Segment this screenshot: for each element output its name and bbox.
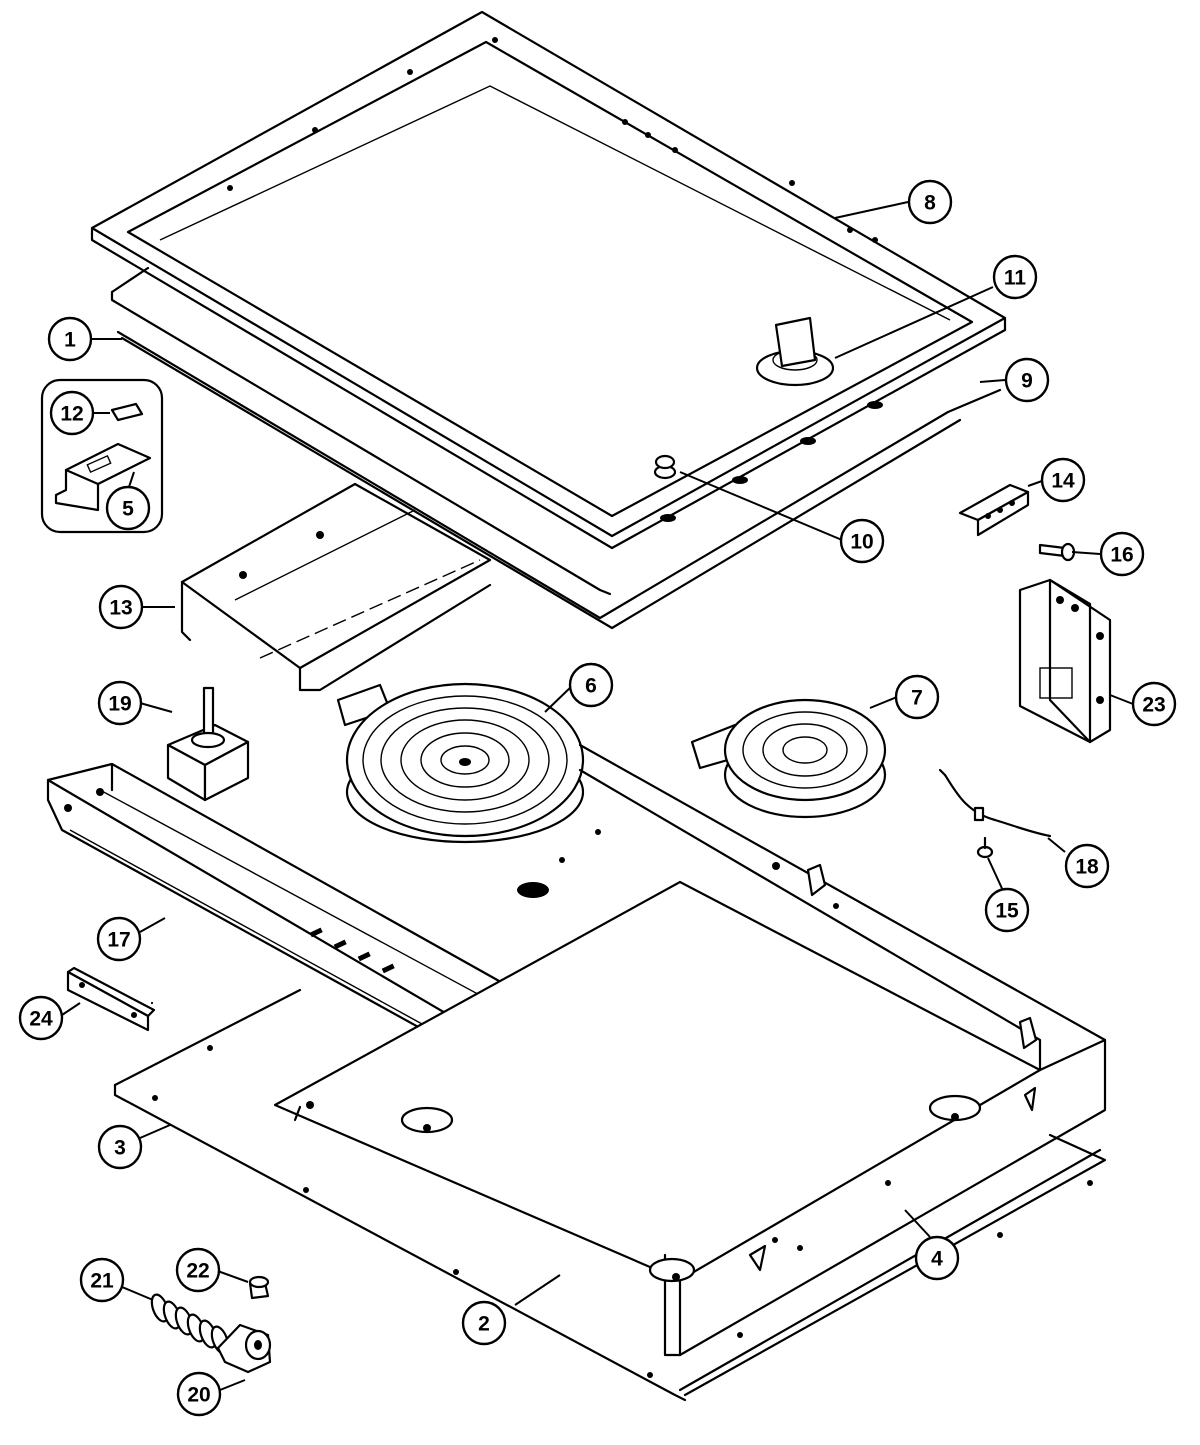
- callout-5: 5: [105, 485, 151, 531]
- callout-19-label: 19: [108, 693, 131, 716]
- callout-24: 24: [18, 995, 64, 1041]
- top-frame-part: [90, 10, 1007, 550]
- callout-15: 15: [984, 887, 1030, 933]
- callout-10: 10: [839, 518, 885, 564]
- under-sheet-part: [116, 330, 1002, 620]
- callout-14-label: 14: [1051, 470, 1075, 493]
- callout-9-label: 9: [1021, 370, 1033, 393]
- junction-box-part: [1018, 578, 1112, 744]
- callout-7-label: 7: [911, 687, 923, 710]
- elbow-connector-part: [216, 1323, 272, 1374]
- bracket-inset-box: [40, 378, 164, 534]
- callout-2-label: 2: [478, 1313, 490, 1336]
- callout-8: 8: [907, 179, 953, 225]
- callout-11-label: 11: [1004, 267, 1027, 290]
- callout-18-label: 18: [1075, 856, 1099, 879]
- callout-3: 3: [97, 1124, 143, 1170]
- callout-6: 6: [568, 662, 614, 708]
- callout-20-label: 20: [187, 1384, 210, 1407]
- callout-13-label: 13: [109, 597, 132, 620]
- small-screw-part: [976, 836, 994, 859]
- callout-8-label: 8: [924, 192, 936, 215]
- screw-part: [1038, 542, 1076, 562]
- support-bar-part: [938, 768, 1052, 838]
- infinite-switch-part: [166, 686, 250, 802]
- callout-3-label: 3: [114, 1137, 126, 1160]
- callout-1-label: 1: [64, 329, 76, 352]
- callout-12-label: 12: [60, 403, 83, 426]
- callout-10-label: 10: [850, 531, 873, 554]
- callout-16-label: 16: [1110, 544, 1133, 567]
- knob-part: [755, 316, 835, 387]
- callout-5-label: 5: [122, 498, 134, 521]
- callout-2: 2: [461, 1300, 507, 1346]
- callout-23-label: 23: [1142, 694, 1165, 717]
- callout-24-label: 24: [29, 1008, 53, 1031]
- callout-15-label: 15: [995, 900, 1019, 923]
- callout-4: 4: [914, 1235, 960, 1281]
- callout-23: 23: [1131, 681, 1177, 727]
- callout-21: 21: [79, 1257, 125, 1303]
- locknut-part: [248, 1275, 270, 1300]
- conduit-hose-part: [150, 1001, 230, 1355]
- front-trim-part: [180, 482, 492, 692]
- callout-4-label: 4: [931, 1248, 943, 1271]
- glass-top-part: [110, 266, 962, 630]
- callout-17: 17: [96, 916, 142, 962]
- small-burner-element-part: [690, 698, 887, 819]
- terminal-block-part: [66, 966, 156, 1032]
- callout-14: 14: [1040, 457, 1086, 503]
- callout-22-label: 22: [186, 1260, 209, 1283]
- callout-16: 16: [1099, 531, 1145, 577]
- callout-1: 1: [47, 316, 93, 362]
- callout-22: 22: [175, 1247, 221, 1293]
- callout-18: 18: [1064, 843, 1110, 889]
- callout-19: 19: [97, 680, 143, 726]
- callout-12: 12: [49, 390, 95, 436]
- callout-7: 7: [894, 674, 940, 720]
- chassis-box-part: [273, 743, 1107, 1357]
- callout-20: 20: [176, 1371, 222, 1417]
- callout-6-label: 6: [585, 675, 597, 698]
- callout-13: 13: [98, 584, 144, 630]
- terminal-bracket-part: [958, 483, 1030, 537]
- callout-9: 9: [1004, 357, 1050, 403]
- callout-17-label: 17: [107, 929, 130, 952]
- callout-21-label: 21: [90, 1270, 114, 1293]
- callout-11: 11: [992, 254, 1038, 300]
- grommet-part: [653, 454, 677, 480]
- bottom-plate-part: [113, 988, 1107, 1402]
- large-burner-element-part: [336, 682, 585, 844]
